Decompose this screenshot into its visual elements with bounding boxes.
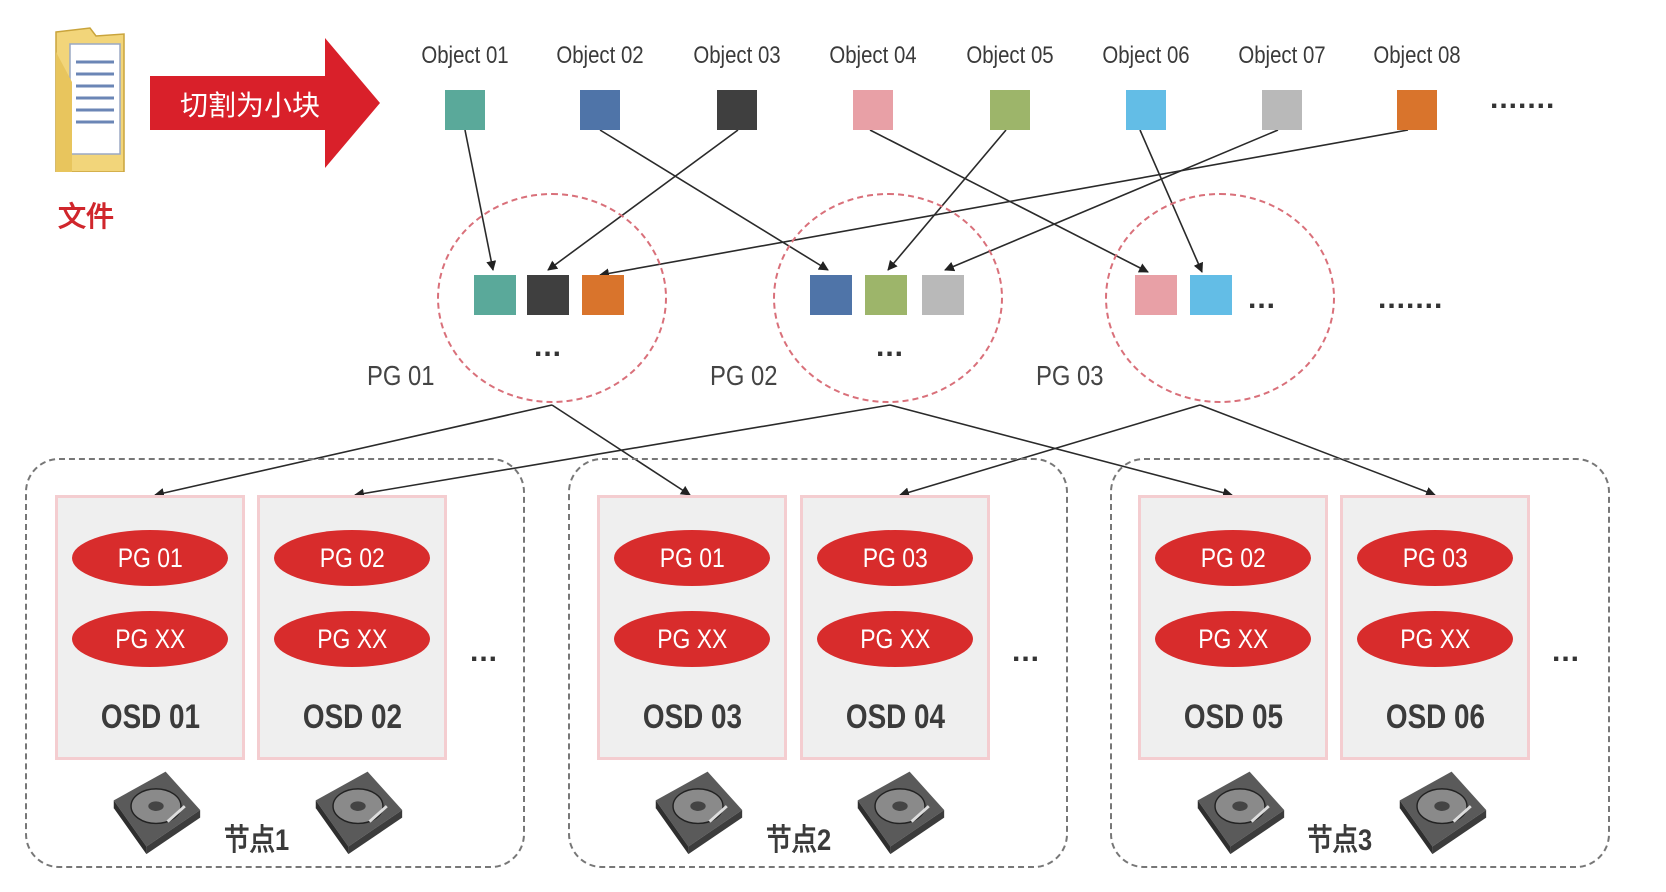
osd-01: PG 01 PG XX OSD 01 xyxy=(55,495,245,760)
object-box-06 xyxy=(1126,90,1166,130)
osd04-label: OSD 04 xyxy=(845,698,945,736)
pg01-object-03 xyxy=(527,275,569,315)
arrow-pg02-osd05 xyxy=(889,404,1233,498)
pg02-more: ... xyxy=(876,330,905,363)
object-box-02 xyxy=(580,90,620,130)
pg01-more: ... xyxy=(534,330,563,363)
osd03-label: OSD 03 xyxy=(642,698,742,736)
osd05-label: OSD 05 xyxy=(1183,698,1283,736)
pg-circle-03 xyxy=(1105,193,1335,403)
pg03-object-06 xyxy=(1190,275,1232,315)
object-label-01: Object 01 xyxy=(421,42,509,69)
objects-more: ....... xyxy=(1490,82,1556,115)
node1-label: 节点1 xyxy=(224,824,290,857)
osd06-pg-a: PG 03 xyxy=(1357,530,1513,586)
arrow-pg03-osd06 xyxy=(1199,404,1436,497)
osd02-pg-a: PG 02 xyxy=(274,530,430,586)
osd05-pg-a: PG 02 xyxy=(1155,530,1311,586)
hard-disk-icon xyxy=(856,770,946,856)
object-box-08 xyxy=(1397,90,1437,130)
node-1 xyxy=(25,458,525,868)
pg03-object-04 xyxy=(1135,275,1177,315)
arrow-pg03-osd04 xyxy=(899,404,1201,498)
osd02-label: OSD 02 xyxy=(302,698,402,736)
osd-03: PG 01 PG XX OSD 03 xyxy=(597,495,787,760)
object-box-04 xyxy=(853,90,893,130)
file-label: 文件 xyxy=(58,201,115,232)
pg-label-02: PG 02 xyxy=(710,360,778,391)
object-label-03: Object 03 xyxy=(693,42,781,69)
arrow-pg02-osd02 xyxy=(354,404,891,499)
pg02-object-02 xyxy=(810,275,852,315)
object-label-02: Object 02 xyxy=(556,42,644,69)
osd03-pg-b: PG XX xyxy=(614,611,770,667)
node-3 xyxy=(1110,458,1610,868)
osd-05: PG 02 PG XX OSD 05 xyxy=(1138,495,1328,760)
osd01-pg-b: PG XX xyxy=(72,611,228,667)
osd01-label: OSD 01 xyxy=(100,698,200,736)
osd01-pg-a: PG 01 xyxy=(72,530,228,586)
osd-04: PG 03 PG XX OSD 04 xyxy=(800,495,990,760)
osd06-pg-b: PG XX xyxy=(1357,611,1513,667)
osd04-pg-b: PG XX xyxy=(817,611,973,667)
object-label-06: Object 06 xyxy=(1102,42,1190,69)
split-arrow: 切割为小块 xyxy=(150,38,380,168)
pg01-object-08 xyxy=(582,275,624,315)
osd02-pg-b: PG XX xyxy=(274,611,430,667)
node3-label: 节点3 xyxy=(1307,824,1373,857)
node3-more: ... xyxy=(1552,635,1581,668)
osd04-pg-a: PG 03 xyxy=(817,530,973,586)
object-box-07 xyxy=(1262,90,1302,130)
pg-label-03: PG 03 xyxy=(1036,360,1104,391)
arrow-obj08-pg01 xyxy=(599,129,1409,279)
osd05-pg-b: PG XX xyxy=(1155,611,1311,667)
pgs-more: ....... xyxy=(1378,282,1444,315)
object-box-03 xyxy=(717,90,757,130)
node-2 xyxy=(568,458,1068,868)
hard-disk-icon xyxy=(314,770,404,856)
object-label-08: Object 08 xyxy=(1373,42,1461,69)
pg03-more: ... xyxy=(1248,282,1277,315)
hard-disk-icon xyxy=(1398,770,1488,856)
node2-more: ... xyxy=(1012,635,1041,668)
split-arrow-label: 切割为小块 xyxy=(180,90,321,121)
object-label-04: Object 04 xyxy=(829,42,917,69)
object-box-01 xyxy=(445,90,485,130)
osd03-pg-a: PG 01 xyxy=(614,530,770,586)
pg-circle-01 xyxy=(437,193,667,403)
object-label-07: Object 07 xyxy=(1238,42,1326,69)
hard-disk-icon xyxy=(1196,770,1286,856)
osd06-label: OSD 06 xyxy=(1385,698,1485,736)
pg-circle-02 xyxy=(773,193,1003,403)
hard-disk-icon xyxy=(112,770,202,856)
osd-02: PG 02 PG XX OSD 02 xyxy=(257,495,447,760)
osd-06: PG 03 PG XX OSD 06 xyxy=(1340,495,1530,760)
object-label-05: Object 05 xyxy=(966,42,1054,69)
object-box-05 xyxy=(990,90,1030,130)
arrow-obj07-pg02 xyxy=(944,129,1279,272)
node1-more: ... xyxy=(470,635,499,668)
pg-label-01: PG 01 xyxy=(367,360,435,391)
pg01-object-01 xyxy=(474,275,516,315)
pg02-object-05 xyxy=(865,275,907,315)
arrow-pg01-osd01 xyxy=(154,404,553,498)
node2-label: 节点2 xyxy=(766,824,832,857)
pg02-object-07 xyxy=(922,275,964,315)
file-folder-icon xyxy=(50,22,130,173)
hard-disk-icon xyxy=(654,770,744,856)
